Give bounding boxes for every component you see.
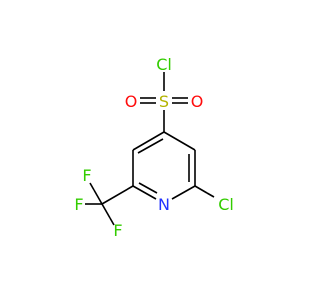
bond-cf3-f-top xyxy=(93,189,103,205)
atom-f-top: F xyxy=(82,166,91,185)
molecule-diagram: Cl S O O N Cl F F F xyxy=(74,55,233,240)
bond-c4-c3 xyxy=(132,131,165,151)
bonds xyxy=(85,72,215,226)
bond-c2-n-inner xyxy=(138,182,158,194)
atom-o-left: O xyxy=(125,92,138,111)
atom-s: S xyxy=(159,92,169,111)
bond-cf3-f-bottom-green xyxy=(109,217,115,226)
bond-c4-c5 xyxy=(163,131,196,151)
atom-f-left: F xyxy=(74,195,83,214)
atom-o-right: O xyxy=(191,92,204,111)
atom-labels: Cl S O O N Cl F F F xyxy=(74,55,233,240)
bond-cf3-f-bottom xyxy=(101,203,111,219)
bond-c6-n xyxy=(171,185,196,200)
atom-cl-right: Cl xyxy=(218,195,234,214)
atom-f-bottom: F xyxy=(113,221,122,240)
atom-cl-top: Cl xyxy=(156,55,172,74)
atom-n: N xyxy=(158,195,170,214)
bond-c2-n xyxy=(132,185,157,200)
bond-c2-cf3 xyxy=(101,185,134,205)
bond-cf3-f-top-green xyxy=(89,182,95,191)
bond-c6-cl xyxy=(194,185,208,194)
bond-c4-c3-inner xyxy=(137,138,164,154)
bond-c6-cl-green xyxy=(206,192,215,198)
